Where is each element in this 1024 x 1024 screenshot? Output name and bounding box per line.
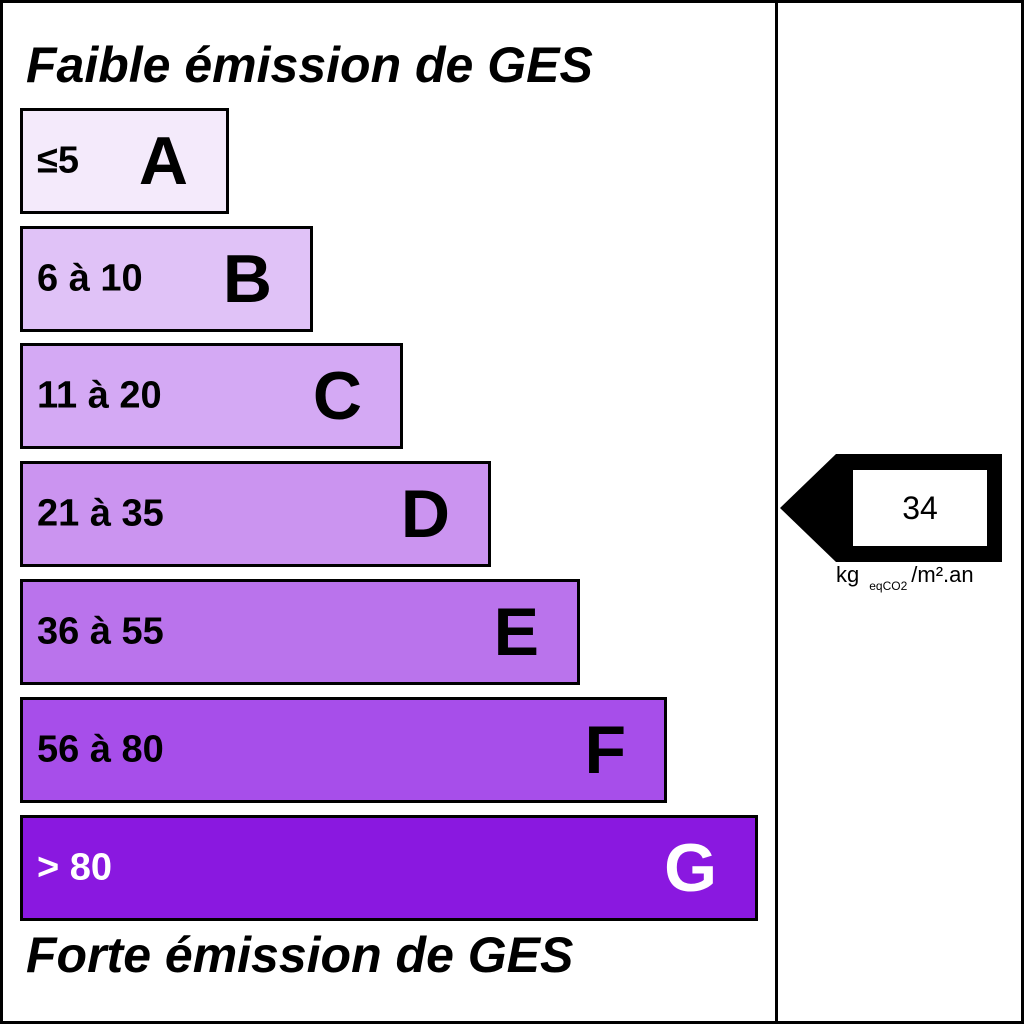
title-high-emission: Forte émission de GES xyxy=(26,927,574,983)
class-bar-g: > 80 G xyxy=(20,815,758,921)
class-range: 21 à 35 xyxy=(37,492,164,535)
class-letter: G xyxy=(664,830,717,906)
class-bar-f: 56 à 80 F xyxy=(20,697,667,803)
class-letter: F xyxy=(584,712,626,788)
class-letter: E xyxy=(493,594,539,670)
column-divider xyxy=(775,0,778,1024)
emission-value: 34 xyxy=(902,489,938,526)
class-letter: C xyxy=(312,358,362,434)
class-range: 11 à 20 xyxy=(37,374,162,417)
class-bar-d: 21 à 35 D xyxy=(20,461,491,567)
emission-unit: kg eqCO2/m².an xyxy=(836,562,974,593)
value-arrow-indicator xyxy=(780,454,1002,562)
class-bar-b: 6 à 10 B xyxy=(20,226,313,332)
class-range: > 80 xyxy=(37,846,113,889)
class-range: ≤5 xyxy=(37,139,79,182)
unit-subscript: eqCO2 xyxy=(869,579,908,593)
class-bar-a: ≤5 A xyxy=(20,108,229,214)
class-letter: B xyxy=(222,241,272,317)
class-letter: D xyxy=(400,476,450,552)
class-bar-e: 36 à 55 E xyxy=(20,579,580,685)
class-range: 56 à 80 xyxy=(37,728,164,771)
class-range: 6 à 10 xyxy=(37,257,143,300)
unit-tail: /m².an xyxy=(911,562,974,587)
class-range: 36 à 55 xyxy=(37,610,164,653)
class-bar-c: 11 à 20 C xyxy=(20,343,403,449)
class-letter: A xyxy=(138,123,188,199)
unit-main: kg xyxy=(836,562,860,587)
title-low-emission: Faible émission de GES xyxy=(26,37,593,93)
